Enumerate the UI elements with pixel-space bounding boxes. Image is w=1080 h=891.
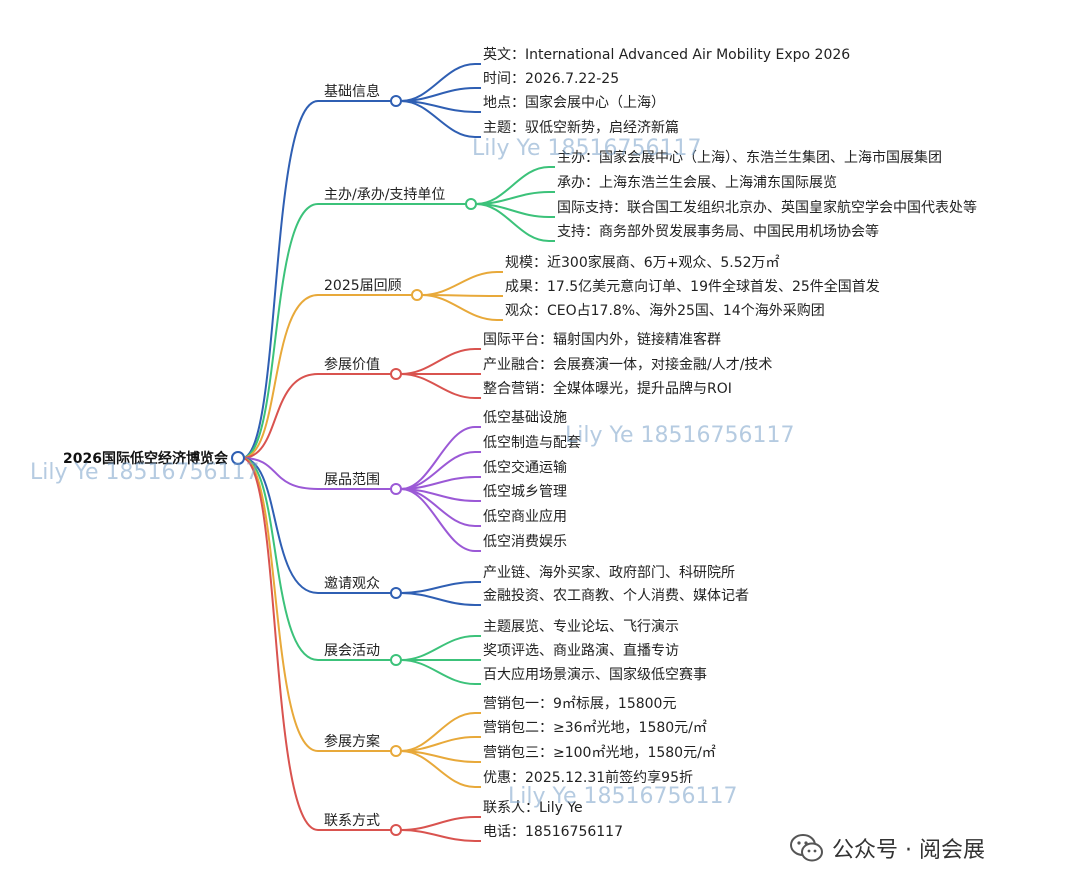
leaf-label: 主办：国家会展中心（上海）、东浩兰生集团、上海市国展集团: [557, 149, 942, 166]
branch-label: 参展方案: [324, 733, 380, 750]
leaf-connector: [400, 426, 476, 490]
leaf-connector: [400, 488, 476, 552]
wechat-icon: [790, 834, 823, 862]
branch-node[interactable]: [390, 745, 402, 757]
leaf-label: 成果：17.5亿美元意向订单、19件全球首发、25件全国首发: [505, 278, 880, 295]
leaf-label: 主题展览、专业论坛、飞行演示: [483, 619, 679, 635]
leaf-connector: [421, 271, 498, 296]
branch-node[interactable]: [390, 587, 402, 599]
leaf-label: 国际支持：联合国工发组织北京办、英国皇家航空学会中国代表处等: [557, 199, 977, 216]
branch-group: 主办/承办/支持单位 主办：国家会展中心（上海）、东浩兰生集团、上海市国展集团承办…: [241, 149, 977, 459]
leaf-connector: [400, 581, 476, 594]
wechat-footer: 公众号 · 阅会展: [790, 832, 985, 864]
branch-group: 参展方案 营销包一：9㎡标展，15800元营销包二：≥36㎡光地，1580元/㎡营…: [241, 457, 716, 788]
root-branch-connector: [241, 457, 319, 831]
leaf-label: 地点：国家会展中心（上海）: [483, 94, 665, 111]
leaf-label: 营销包二：≥36㎡光地，1580元/㎡: [483, 720, 707, 736]
branch-label: 邀请观众: [324, 576, 380, 592]
branch-label: 基础信息: [324, 83, 380, 100]
leaf-connector: [400, 592, 476, 606]
leaf-label: 优惠：2025.12.31前签约享95折: [483, 769, 693, 786]
branch-node[interactable]: [390, 483, 402, 495]
leaf-label: 整合营销：全媒体曝光，提升品牌与ROI: [483, 380, 732, 397]
root-branch-connector: [241, 457, 319, 752]
leaf-label: 支持：商务部外贸发展事务局、中国民用机场协会等: [557, 223, 879, 240]
branch-label: 2025届回顾: [324, 278, 402, 294]
leaf-label: 联系人：Lily Ye: [483, 800, 583, 816]
leaf-connector: [400, 750, 476, 788]
root-branch-connector: [241, 457, 319, 594]
root-branch-connector: [241, 457, 319, 490]
leaf-label: 低空基础设施: [483, 409, 567, 426]
branch-node[interactable]: [390, 824, 402, 836]
root-branch-connector: [241, 294, 319, 459]
branch-group: 基础信息 英文：International Advanced Air Mobili…: [241, 46, 850, 459]
branch-label: 参展价值: [324, 356, 380, 373]
leaf-label: 观众：CEO占17.8%、海外25国、14个海外采购团: [505, 303, 825, 319]
branch-group: 2025届回顾 规模：近300家展商、6万+观众、5.52万㎡成果：17.5亿美元…: [241, 254, 880, 459]
leaf-label: 规模：近300家展商、6万+观众、5.52万㎡: [505, 254, 780, 271]
root-branch-connector: [241, 100, 319, 459]
branch-label: 展品范围: [324, 471, 380, 488]
branch-node[interactable]: [465, 198, 477, 210]
branch-label: 联系方式: [324, 813, 380, 829]
leaf-label: 百大应用场景演示、国家级低空赛事: [483, 666, 707, 683]
leaf-label: 国际平台：辐射国内外，链接精准客群: [483, 331, 721, 348]
leaf-label: 英文：International Advanced Air Mobility E…: [483, 46, 850, 63]
leaf-connector: [400, 816, 476, 831]
leaf-connector: [400, 659, 476, 685]
leaf-connector: [400, 373, 476, 399]
leaf-label: 低空商业应用: [483, 508, 567, 525]
branch-group: 邀请观众 产业链、海外买家、政府部门、科研院所金融投资、农工商教、个人消费、媒体记…: [241, 457, 749, 606]
leaf-label: 主题：驭低空新势，启经济新篇: [483, 120, 679, 136]
branch-node[interactable]: [390, 654, 402, 666]
leaf-label: 营销包一：9㎡标展，15800元: [483, 696, 676, 712]
branch-group: 展品范围 低空基础设施低空制造与配套低空交通运输低空城乡管理低空商业应用低空消费娱…: [241, 409, 581, 552]
root-branch-connector: [241, 373, 319, 459]
leaf-label: 产业融合：会展赛演一体，对接金融/人才/技术: [483, 356, 772, 373]
leaf-connector: [400, 829, 476, 842]
branch-group: 展会活动 主题展览、专业论坛、飞行演示奖项评选、商业路演、直播专访百大应用场景演示…: [241, 457, 707, 685]
leaf-connector: [400, 712, 476, 752]
leaf-connector: [400, 100, 476, 138]
leaf-connector: [400, 635, 476, 661]
leaf-label: 时间：2026.7.22-25: [483, 71, 619, 87]
branch-label: 主办/承办/支持单位: [324, 187, 445, 203]
leaf-label: 低空消费娱乐: [483, 534, 567, 550]
leaf-label: 低空制造与配套: [483, 435, 581, 451]
leaf-connector: [421, 294, 498, 321]
leaf-connector: [475, 203, 550, 242]
leaf-label: 产业链、海外买家、政府部门、科研院所: [483, 564, 735, 581]
leaf-label: 金融投资、农工商教、个人消费、媒体记者: [483, 588, 749, 604]
root-branch-connector: [241, 203, 319, 459]
leaf-label: 奖项评选、商业路演、直播专访: [483, 642, 679, 659]
root-node[interactable]: [231, 451, 245, 465]
leaf-label: 承办：上海东浩兰生会展、上海浦东国际展览: [557, 175, 837, 191]
branch-node[interactable]: [390, 368, 402, 380]
leaf-label: 电话：18516756117: [483, 824, 623, 840]
branch-group: 参展价值 国际平台：辐射国内外，链接精准客群产业融合：会展赛演一体，对接金融/人才…: [241, 331, 772, 459]
branch-label: 展会活动: [324, 643, 380, 659]
leaf-label: 营销包三：≥100㎡光地，1580元/㎡: [483, 745, 716, 761]
root-label: 2026国际低空经济博览会: [63, 450, 229, 467]
branch-node[interactable]: [390, 95, 402, 107]
leaf-label: 低空交通运输: [483, 459, 567, 476]
leaf-label: 低空城乡管理: [483, 484, 567, 500]
footer-label: 公众号 · 阅会展: [832, 838, 985, 863]
leaf-connector: [400, 348, 476, 375]
branch-group: 联系方式 联系人：Lily Ye 电话：18516756117: [241, 457, 623, 842]
root-branch-connector: [241, 457, 319, 661]
branch-node[interactable]: [411, 289, 423, 301]
